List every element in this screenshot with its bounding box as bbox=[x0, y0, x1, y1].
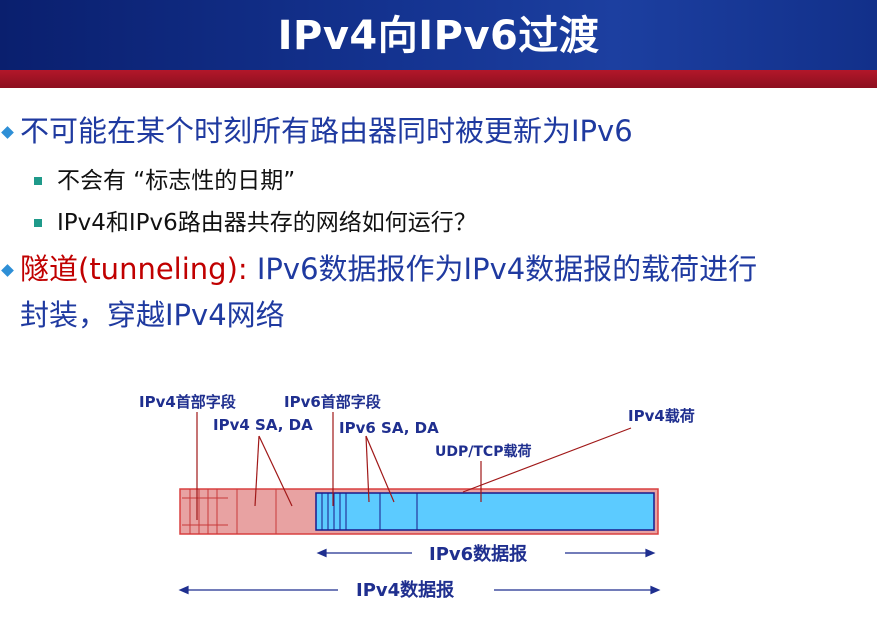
ipv6-span-arrow bbox=[316, 548, 656, 558]
ipv4-header-field-lines bbox=[182, 489, 277, 534]
bullet-2-line-1: 隧道(tunneling): IPv6数据报作为IPv4数据报的载荷进行 bbox=[20, 251, 757, 287]
pointer-lines bbox=[196, 412, 632, 520]
label-ipv4-payload: IPv4载荷 bbox=[628, 407, 695, 425]
title-bar bbox=[0, 0, 877, 70]
bullet-2-line-2: 封装，穿越IPv4网络 bbox=[20, 298, 285, 332]
square-bullet-icon bbox=[34, 219, 42, 227]
label-ipv4-sa-da: IPv4 SA, DA bbox=[213, 416, 313, 434]
slide-title: IPv4向IPv6过渡 bbox=[277, 13, 600, 59]
bullet-1-text: 不可能在某个时刻所有路由器同时被更新为IPv6 bbox=[20, 114, 633, 148]
square-bullet-icon bbox=[34, 177, 42, 185]
sub-bullet-1-text: 不会有 “标志性的日期” bbox=[57, 168, 296, 194]
label-ipv6-sa-da: IPv6 SA, DA bbox=[339, 419, 439, 437]
bullet-2-line-1-rest: IPv6数据报作为IPv4数据报的载荷进行 bbox=[247, 252, 758, 286]
label-ipv4-datagram: IPv4数据报 bbox=[356, 579, 454, 601]
title-accent-band bbox=[0, 70, 877, 88]
sub-bullet-2-text: IPv4和IPv6路由器共存的网络如何运行？ bbox=[57, 210, 477, 236]
label-ipv6-datagram: IPv6数据报 bbox=[429, 543, 527, 565]
label-udp-tcp-payload: UDP/TCP载荷 bbox=[435, 443, 531, 460]
tunneling-term: 隧道(tunneling): bbox=[20, 252, 248, 286]
ipv6-datagram-box bbox=[315, 492, 655, 531]
label-ipv4-header-fields: IPv4首部字段 bbox=[139, 393, 236, 411]
ipv6-header-field-lines bbox=[321, 493, 418, 530]
ipv4-span-arrow bbox=[178, 585, 661, 595]
label-ipv6-header-fields: IPv6首部字段 bbox=[284, 393, 381, 411]
